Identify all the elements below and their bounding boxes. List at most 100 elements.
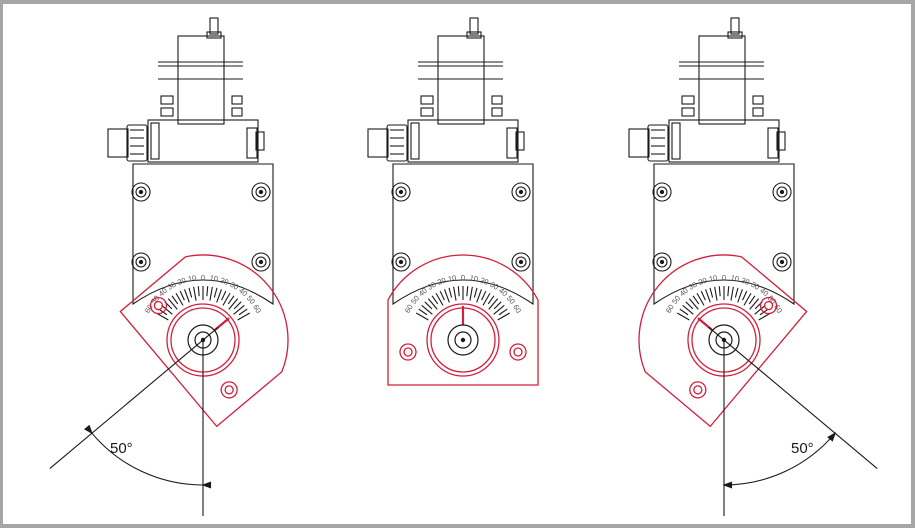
clamp-block xyxy=(668,119,780,163)
mounting-hole-center xyxy=(138,259,144,265)
clamp-jaw xyxy=(671,122,681,160)
top-shaft xyxy=(469,17,479,35)
shaft-collar xyxy=(206,31,222,39)
scale-tick xyxy=(685,301,694,310)
mounting-hole-inner xyxy=(395,256,407,268)
scale-label: 10 xyxy=(209,273,219,283)
motor-assembly xyxy=(628,17,786,163)
scale-tick xyxy=(233,304,245,315)
plate-outline xyxy=(132,163,274,306)
clamp-jaw xyxy=(767,127,779,159)
bolt-head-left xyxy=(681,107,695,117)
mounting-hole-center xyxy=(398,259,404,265)
lock-hole-left xyxy=(689,381,707,399)
mounting-hole xyxy=(251,252,271,272)
lock-hole-right xyxy=(759,296,778,315)
mounting-hole-inner xyxy=(656,186,668,198)
scale-tick xyxy=(213,287,218,298)
tilt-line xyxy=(708,326,878,469)
scale-label: 20 xyxy=(740,276,751,287)
lock-hole-left xyxy=(149,296,168,315)
swivel-plate-outline xyxy=(387,254,539,386)
scale-tick xyxy=(237,312,251,321)
clamp-jaw xyxy=(410,122,420,160)
scale-label: 20 xyxy=(436,276,447,287)
knob-body xyxy=(126,124,148,162)
scale-tick xyxy=(743,292,752,306)
scale-tick xyxy=(497,312,511,321)
scale-tick xyxy=(193,286,197,301)
mounting-hole xyxy=(391,182,411,202)
scale-tick xyxy=(435,292,444,306)
angle-dimension: 50° xyxy=(49,326,219,516)
lock-hole-right xyxy=(220,381,238,399)
mounting-plate xyxy=(131,163,274,306)
scale-tick xyxy=(206,286,209,297)
mounting-hole-center xyxy=(258,189,264,195)
scale-tick xyxy=(439,290,445,301)
bolt-head-right xyxy=(752,95,764,105)
scale-label: 30 xyxy=(488,280,500,292)
scale-label: 30 xyxy=(687,280,699,292)
knob-left xyxy=(367,128,389,158)
scale-tick xyxy=(216,289,222,303)
scale-tick xyxy=(476,289,482,303)
swivel-plate-outline xyxy=(638,254,808,428)
mounting-hole xyxy=(772,182,792,202)
scale-label: 30 xyxy=(166,280,178,292)
scale-label: 20 xyxy=(697,276,708,287)
arrowhead xyxy=(722,481,733,489)
mounting-hole-inner xyxy=(255,256,267,268)
knob-left xyxy=(628,128,650,158)
angle-arc xyxy=(723,432,836,486)
scale-tick xyxy=(424,301,433,310)
swivel-plate xyxy=(387,254,539,386)
scale-tick xyxy=(727,286,730,297)
scale-tick xyxy=(184,289,190,303)
scale-tick xyxy=(444,289,450,303)
knob-body xyxy=(647,124,669,162)
mounting-hole-center xyxy=(398,189,404,195)
mounting-hole-inner xyxy=(135,186,147,198)
scale-tick xyxy=(493,301,502,310)
swivel-plate-outline xyxy=(119,254,289,428)
bolt-head-right xyxy=(231,107,243,117)
scale-label: 30 xyxy=(228,280,240,292)
lock-hole-left-inner xyxy=(693,385,703,395)
scale-tick xyxy=(705,289,711,303)
scale-label: 60 xyxy=(403,303,415,315)
lock-hole-right xyxy=(509,343,527,361)
screw-right xyxy=(255,131,265,151)
mounting-hole-inner xyxy=(776,186,788,198)
mounting-hole-inner xyxy=(395,186,407,198)
scale-tick xyxy=(197,286,200,297)
screw-right xyxy=(776,131,786,151)
mounting-hole xyxy=(511,252,531,272)
arrowhead xyxy=(201,481,212,489)
scale-tick xyxy=(487,295,495,305)
bolt-head-right xyxy=(231,95,243,105)
shaft-collar xyxy=(727,31,743,39)
scale-label: 10 xyxy=(469,273,479,283)
knob-left xyxy=(107,128,129,158)
scale-tick xyxy=(700,290,706,301)
scale-tick xyxy=(233,301,242,310)
clamp-jaw xyxy=(246,127,258,159)
scale-tick xyxy=(488,298,499,310)
scale-tick xyxy=(679,308,689,316)
scale-label: 0 xyxy=(201,273,205,282)
arrowhead xyxy=(84,424,93,435)
scale-label: 0 xyxy=(461,273,465,282)
scale-label: 30 xyxy=(749,280,761,292)
bolt-head-left xyxy=(681,95,695,105)
angle-dimension: 50° xyxy=(708,326,878,516)
scale-tick xyxy=(473,287,478,298)
bolt-head-right xyxy=(491,107,503,117)
mounting-hole-inner xyxy=(255,186,267,198)
lock-hole-left xyxy=(399,343,417,361)
mounting-hole-center xyxy=(779,189,785,195)
clamp-jaw xyxy=(150,122,160,160)
scale-tick xyxy=(718,286,721,297)
